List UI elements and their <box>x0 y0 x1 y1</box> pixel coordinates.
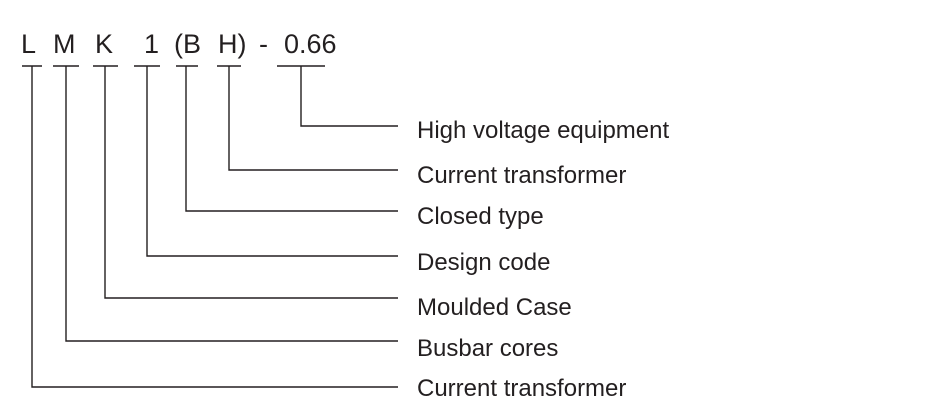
description-labels: High voltage equipment Current transform… <box>417 117 669 402</box>
label-high-voltage-equipment: High voltage equipment <box>417 117 669 144</box>
leader-line-b <box>185 66 398 212</box>
leader-line-l <box>31 66 398 388</box>
model-code: L M K 1 (B H) - 0.66 <box>21 29 337 59</box>
leader-lines <box>31 66 398 388</box>
label-closed-type: Closed type <box>417 203 544 230</box>
leader-line-m <box>65 66 398 342</box>
code-char-open-b: (B <box>174 29 201 59</box>
code-char-m: M <box>53 29 76 59</box>
code-char-voltage: 0.66 <box>284 29 337 59</box>
code-char-h-close: H) <box>218 29 247 59</box>
label-current-transformer-l: Current transformer <box>417 375 626 402</box>
label-design-code: Design code <box>417 249 550 276</box>
code-char-dash: - <box>259 29 268 59</box>
leader-line-voltage <box>300 66 398 127</box>
code-char-k: K <box>95 29 113 59</box>
label-moulded-case: Moulded Case <box>417 294 572 321</box>
code-char-1: 1 <box>144 29 159 59</box>
code-char-l: L <box>21 29 36 59</box>
label-busbar-cores: Busbar cores <box>417 335 558 362</box>
leader-line-k <box>104 66 398 299</box>
leader-line-1 <box>146 66 398 257</box>
leader-line-h <box>228 66 398 171</box>
label-current-transformer-h: Current transformer <box>417 162 626 189</box>
